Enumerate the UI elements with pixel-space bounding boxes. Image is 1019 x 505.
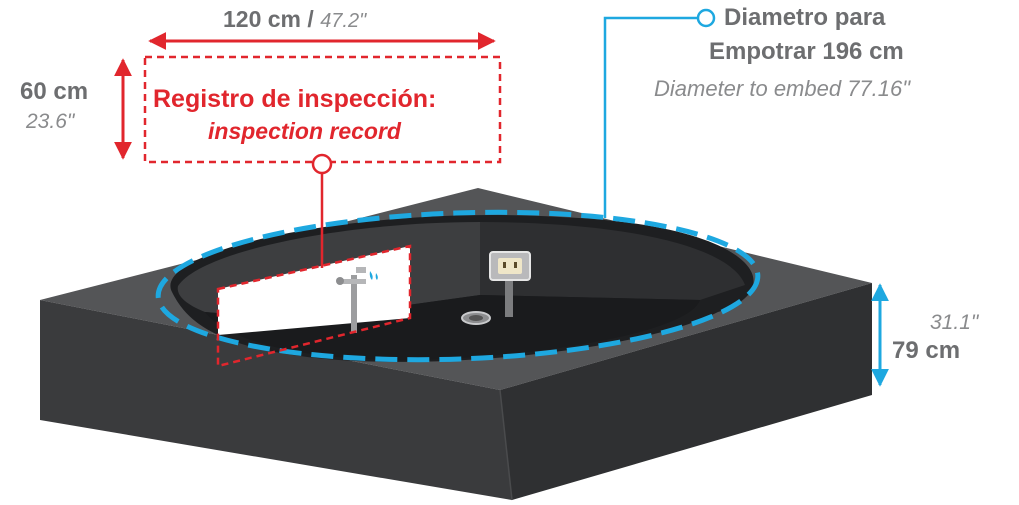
- diameter-label-line2: Empotrar 196 cm: [709, 38, 904, 65]
- inspection-title-es: Registro de inspección:: [153, 85, 437, 113]
- tub-opening: [170, 215, 754, 362]
- box-left-face: [40, 300, 512, 500]
- width-separator: /: [307, 6, 314, 32]
- width-dimension-label: 120 cm / 47.2": [223, 6, 366, 33]
- height-metric-label: 60 cm: [20, 78, 89, 105]
- inspection-title-en: inspection record: [208, 118, 401, 144]
- diameter-callout-marker: [696, 8, 716, 28]
- faucet-icon: [336, 267, 378, 333]
- inspection-callout-marker: [311, 153, 333, 175]
- width-imperial: 47.2": [320, 10, 367, 32]
- diameter-label-line1: Diametro para: [724, 4, 886, 31]
- diameter-callout-line: [603, 16, 698, 218]
- embed-diameter-outline: [155, 209, 761, 363]
- width-metric: 120 cm: [223, 6, 302, 32]
- box-right-face: [500, 283, 872, 500]
- tub-floor: [205, 295, 700, 361]
- drain-icon: [461, 311, 491, 325]
- electrical-outlet-icon: [489, 251, 531, 317]
- diameter-english: Diameter to embed 77.16": [654, 76, 911, 101]
- depth-imperial-label: 31.1": [930, 311, 979, 334]
- inspection-window-outline: [216, 244, 412, 368]
- depth-metric-label: 79 cm: [892, 337, 961, 364]
- height-imperial-label: 23.6": [26, 110, 75, 133]
